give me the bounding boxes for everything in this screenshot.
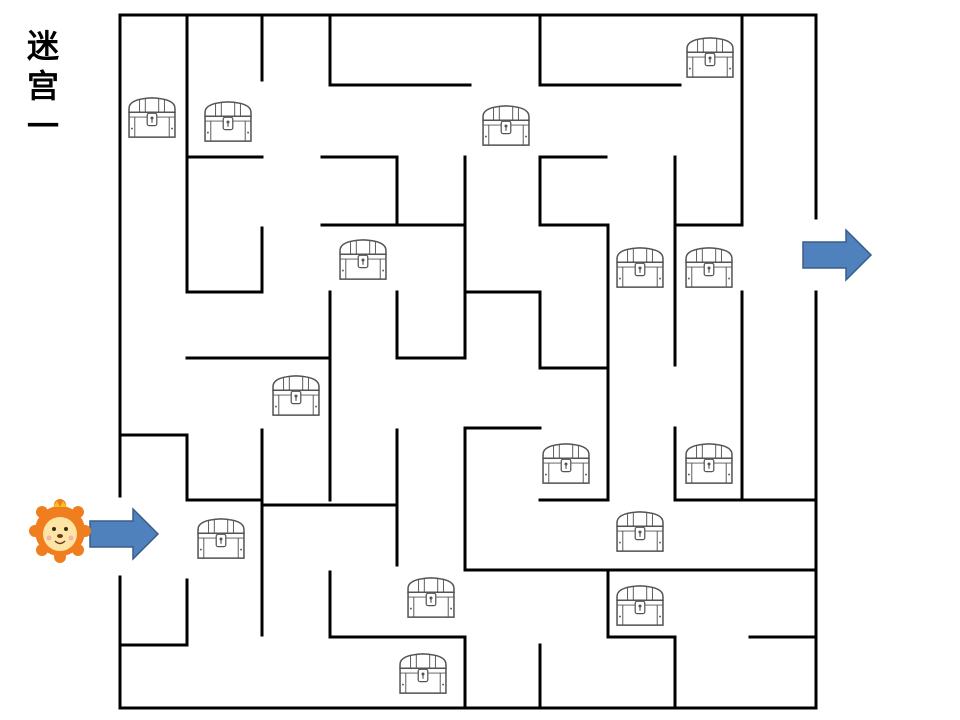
treasure-chest-icon[interactable]	[685, 443, 733, 484]
title-char-3: 一	[26, 107, 59, 145]
treasure-chest-icon[interactable]	[399, 653, 447, 694]
treasure-chest-icon[interactable]	[616, 247, 664, 288]
maze-title: 迷 宫 一	[18, 26, 68, 146]
title-char-1: 迷	[26, 27, 59, 65]
treasure-chest-icon[interactable]	[616, 585, 664, 626]
maze-walls	[118, 13, 818, 710]
title-char-2: 宫	[26, 67, 59, 105]
treasure-chest-icon[interactable]	[197, 518, 245, 559]
treasure-chest-icon[interactable]	[339, 239, 387, 280]
treasure-chest-icon[interactable]	[204, 101, 252, 142]
treasure-chest-icon[interactable]	[128, 97, 176, 138]
lion-icon[interactable]	[29, 499, 91, 563]
treasure-chest-icon[interactable]	[616, 511, 664, 552]
arrow-right-icon	[89, 507, 160, 561]
treasure-chest-icon[interactable]	[482, 105, 530, 146]
treasure-chest-icon[interactable]	[407, 577, 455, 618]
treasure-chest-icon[interactable]	[542, 443, 590, 484]
arrow-right-icon	[802, 228, 873, 282]
treasure-chest-icon[interactable]	[685, 247, 733, 288]
treasure-chests	[128, 37, 734, 694]
treasure-chest-icon[interactable]	[686, 37, 734, 78]
treasure-chest-icon[interactable]	[272, 375, 320, 416]
